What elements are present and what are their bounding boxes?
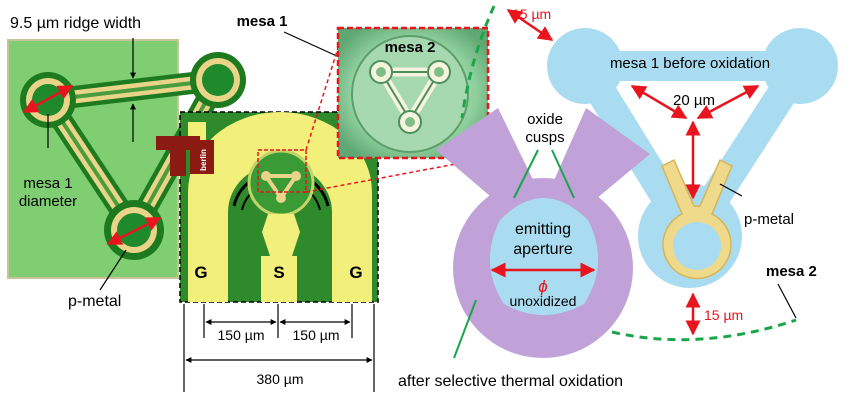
mesa1-diameter-label-1: mesa 1: [23, 175, 72, 192]
pad-label-g-left: G: [194, 263, 207, 282]
logo-text: berlin: [199, 149, 208, 171]
dim-20-arrow-right: [696, 84, 760, 120]
pad-label-g-right: G: [349, 263, 362, 282]
dimension-lines: [183, 304, 375, 392]
pmetal-right-shape: [661, 158, 733, 280]
corner-metal: [188, 122, 206, 140]
unoxidized-label: unoxidized: [510, 293, 577, 309]
right-schematic: 15 µm 20 µm 15 µm mesa 1 before oxidatio…: [398, 5, 838, 390]
inset-mesa2-label: mesa 2: [385, 39, 436, 56]
cusp-leader-right: [551, 149, 575, 199]
mesa1-diameter-label-2: diameter: [19, 193, 77, 210]
pmetal-leader-right: [719, 183, 743, 197]
pmetal-leader-left: [99, 249, 127, 291]
mesa1-label: mesa 1: [237, 13, 288, 30]
mesa2-leader: [777, 283, 797, 319]
pad-label-s: S: [273, 263, 284, 282]
logo-mark: [156, 136, 200, 176]
logo-plate: [190, 140, 214, 174]
cusp-leader-left: [513, 149, 539, 199]
emitting-aperture-label-1: emitting: [515, 221, 571, 238]
pad-ground-left: [188, 256, 218, 302]
mesa1-diameter-arrow: [22, 84, 74, 114]
dim-150-left: 150 µm: [218, 327, 265, 343]
mesa1-before-label: mesa 1 before oxidation: [610, 55, 770, 72]
zoom-box-small: [257, 149, 307, 193]
dim-380: 380 µm: [257, 371, 304, 387]
emitting-aperture-label-2: aperture: [513, 241, 573, 258]
inset-frame: [336, 26, 490, 160]
dim-20-arrow-left: [630, 84, 688, 120]
mesa2-boundary-bottom: [611, 318, 797, 342]
zoom-line-top: [305, 47, 339, 151]
after-oxidation-label: after selective thermal oxidation: [398, 373, 623, 390]
dim-top-arrow: [506, 8, 554, 42]
ground-metal-arch: [188, 112, 372, 302]
dim-top-label: 15 µm: [512, 6, 551, 22]
dim-20-label: 20 µm: [673, 92, 715, 109]
mesa2-label-right: mesa 2: [766, 263, 817, 280]
pad-ground-right: [340, 256, 372, 302]
mesa2-boundary-top: [460, 5, 496, 119]
left-micrograph: 9.5 µm ridge width mesa 1 diameter p-met…: [7, 15, 246, 310]
ridge-width-label: 9.5 µm ridge width: [10, 15, 141, 32]
pad-signal: [261, 256, 297, 302]
signal-feed: [262, 214, 300, 262]
dim-150-right: 150 µm: [293, 327, 340, 343]
dim-bottom-label: 15 µm: [704, 307, 743, 323]
pmetal-label-left: p-metal: [68, 293, 121, 310]
oxide-cusps-label-2: cusps: [525, 129, 564, 146]
oxide-cusps-label-1: oxide: [527, 111, 563, 128]
emitting-aperture-area: [489, 198, 599, 315]
pmetal-label-right: p-metal: [744, 211, 794, 228]
bottom-mesa-diameter-arrow: [106, 216, 162, 246]
oxidation-leader: [453, 299, 477, 359]
phi-symbol: ϕ: [538, 277, 547, 296]
